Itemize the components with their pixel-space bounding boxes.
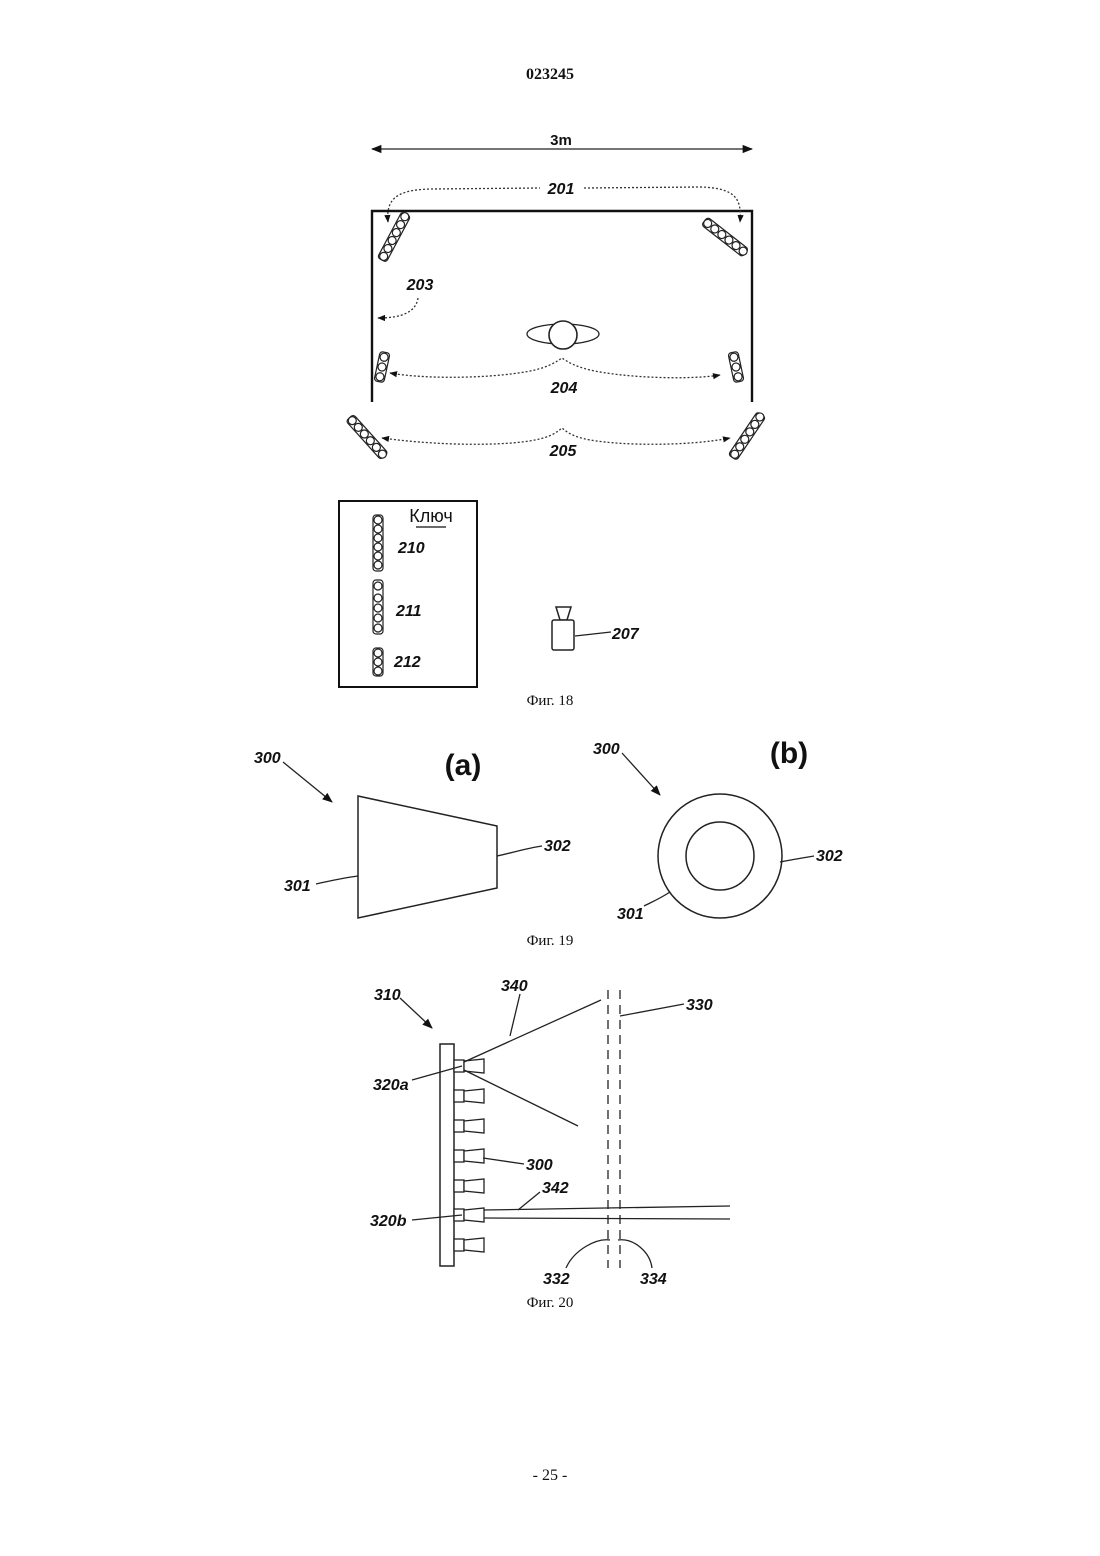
led-cone-unit [454,1119,484,1133]
key-symbol-212 [373,648,383,676]
studio-walls [372,211,752,402]
label-340: 340 [501,978,528,995]
figure-20-caption: Фиг. 20 [0,1295,1100,1312]
label-320b: 320b [370,1213,407,1230]
narrow-beam-lower [484,1218,730,1219]
leader-334 [618,1240,652,1268]
brace-204 [390,358,720,378]
fig19a-pointer-300 [283,762,332,802]
fig19a-label-301: 301 [284,878,311,895]
leader-203 [378,298,418,318]
label-300: 300 [526,1157,553,1174]
label-203: 203 [406,277,434,294]
fig19a-leader-301 [316,876,358,884]
light-array-top-left [377,211,411,262]
fig19b-label-301: 301 [617,906,644,923]
cone-front-inner [686,822,754,890]
pointer-310 [400,998,432,1028]
label-332: 332 [543,1271,570,1288]
leader-330 [620,1004,684,1016]
label-320a: 320a [373,1077,409,1094]
led-cone-unit [454,1238,484,1252]
key-symbol-211 [373,580,383,634]
fig19b-label-300: 300 [593,741,620,758]
key-label-212: 212 [393,654,421,671]
light-array-top-right [701,217,749,258]
fig19a-leader-302 [497,846,542,856]
fig19a-label-302: 302 [544,838,571,855]
page-number: - 25 - [0,1467,1100,1485]
panel-b-tag: (b) [770,737,808,770]
label-342: 342 [542,1180,569,1197]
key-title: Ключ [409,506,452,526]
label-330: 330 [686,997,713,1014]
fig19b-leader-302 [780,856,814,862]
figure-19: 300 (a) 302 301 300 (b) 302 301 [0,728,1100,938]
leader-332 [566,1240,610,1268]
led-cone-unit [454,1089,484,1103]
fig19b-leader-301 [644,892,670,906]
led-cone-unit [454,1149,484,1163]
cone-side-view [358,796,497,918]
light-array-bottom-left [346,414,389,460]
key-legend: Ключ 210 211 212 [339,501,477,687]
key-label-210: 210 [397,540,425,557]
leader-340 [510,994,520,1036]
fig19a-label-300: 300 [254,750,281,767]
figure-18: 3m 201 203 [0,0,1100,700]
mounting-board [440,1044,454,1266]
key-symbol-210 [373,515,383,571]
fig19b-pointer-300 [622,753,660,795]
led-cone-unit [454,1179,484,1193]
light-array-bottom-right [728,411,766,461]
key-label-211: 211 [395,603,422,620]
label-204: 204 [550,380,578,397]
leader-300 [483,1158,524,1164]
figure-19-caption: Фиг. 19 [0,933,1100,950]
light-array-middle-right [728,351,744,382]
label-205: 205 [549,443,578,460]
label-334: 334 [640,1271,667,1288]
label-207: 207 [611,626,640,643]
figure-18-caption: Фиг. 18 [0,693,1100,710]
wide-beam-upper [464,1000,601,1062]
label-310: 310 [374,987,401,1004]
led-cone-unit [454,1059,484,1073]
label-201: 201 [547,181,575,198]
leader-342 [518,1192,540,1210]
subject-figure [527,321,599,349]
width-label: 3m [550,132,572,149]
panel-a-tag: (a) [445,749,482,782]
fig19b-label-302: 302 [816,848,843,865]
camera-icon [552,607,574,650]
light-array-middle-left [374,351,390,382]
figure-20: 310 [0,972,1100,1302]
brace-205 [382,428,730,444]
leader-207 [575,632,611,636]
